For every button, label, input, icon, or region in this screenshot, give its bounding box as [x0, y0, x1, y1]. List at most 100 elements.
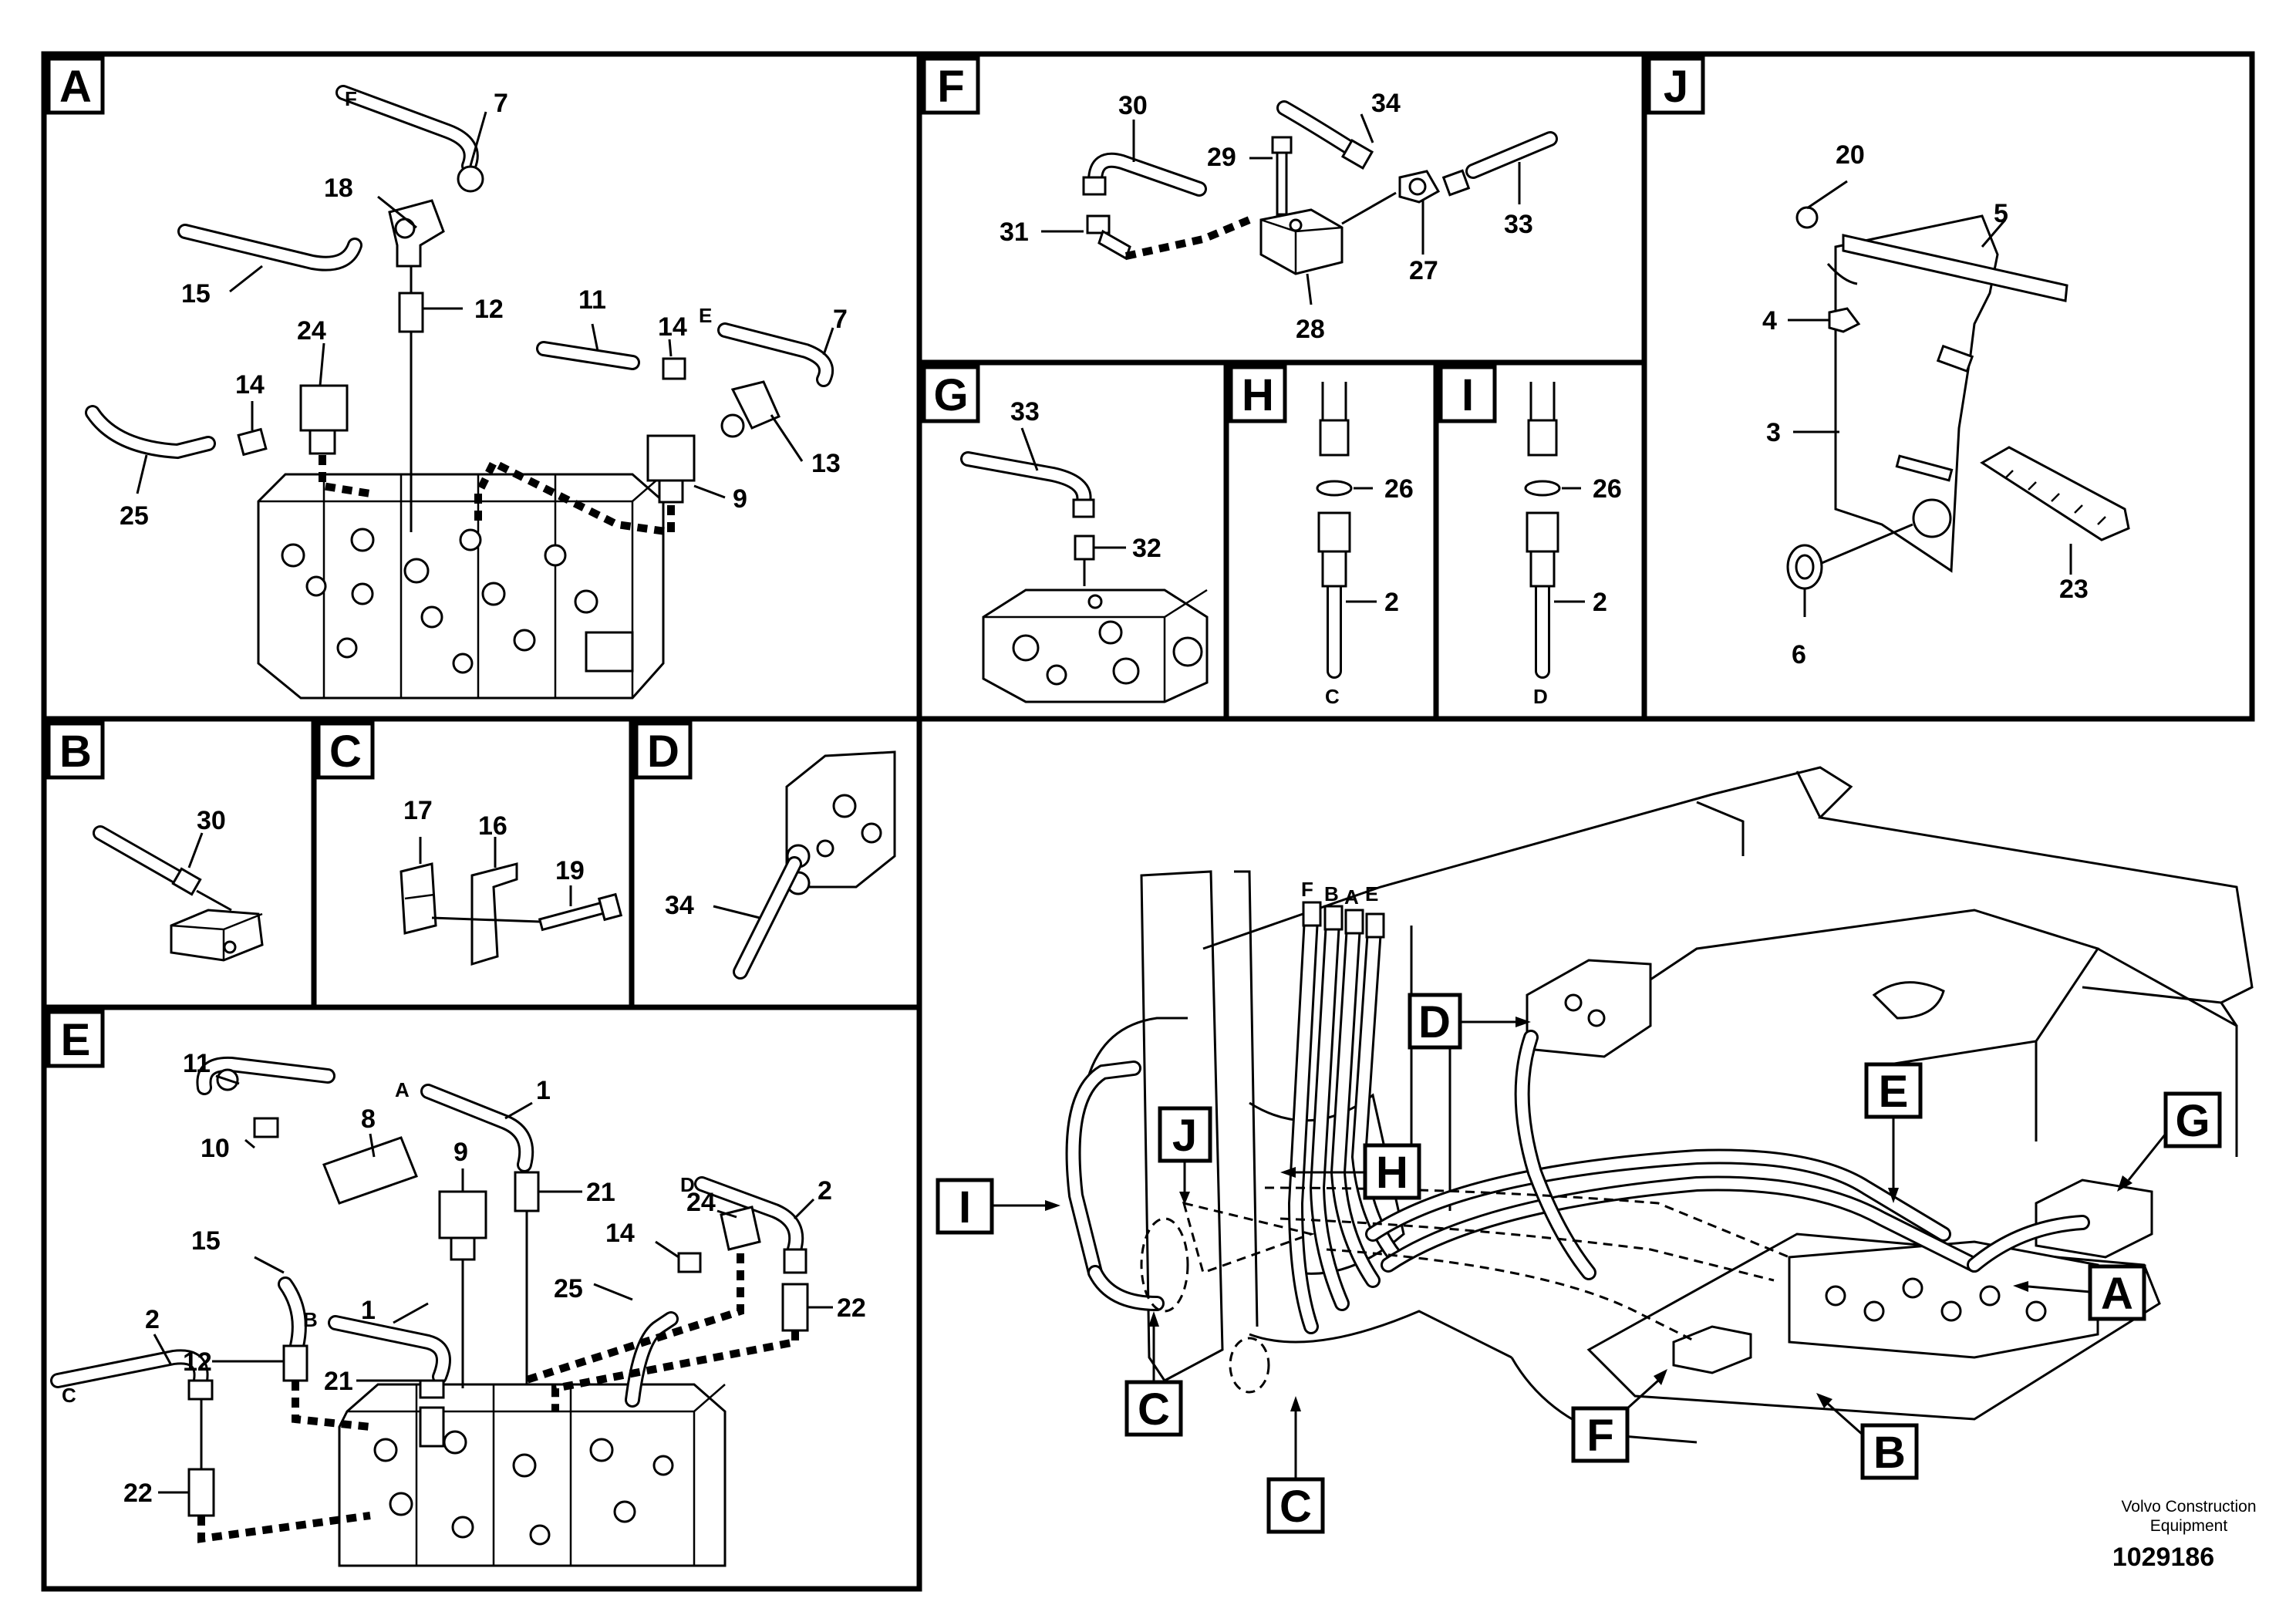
- fitting-14-e: [677, 1252, 702, 1273]
- callout-30-b: 30: [197, 806, 226, 835]
- frame-deck: [1557, 909, 2100, 1066]
- panel-c-label: C: [329, 727, 362, 777]
- callout-3: 3: [1766, 418, 1781, 447]
- overview-block-g: [2035, 1179, 2153, 1259]
- dash-31-to-block: [1124, 216, 1251, 260]
- callout-12: 12: [474, 295, 504, 324]
- boom-arm: [1140, 870, 1224, 1382]
- tag-d: [1408, 993, 1462, 1050]
- panel-i-label: I: [1462, 370, 1474, 420]
- fitting-13: [730, 380, 781, 430]
- dash-9-to-valve: [474, 457, 675, 537]
- bundle-letter-e: E: [1365, 882, 1378, 905]
- hose-letter-c-e: C: [62, 1384, 76, 1407]
- hose-letter-a-e: A: [395, 1078, 410, 1101]
- callout-4: 4: [1762, 306, 1777, 336]
- panel-j-label: J: [1664, 62, 1688, 112]
- panel-h-tag: [1229, 365, 1287, 423]
- callout-15: 15: [181, 279, 211, 309]
- callout-26-i: 26: [1593, 474, 1622, 504]
- callout-17: 17: [403, 796, 433, 825]
- nut-h: [1317, 511, 1351, 553]
- adapter-12-e: [282, 1344, 308, 1382]
- tag-c-left: [1124, 1380, 1183, 1437]
- o-ring-26-i: [1524, 480, 1561, 497]
- tag-f-label: F: [1586, 1411, 1613, 1461]
- overview-valve: [1788, 1240, 2099, 1359]
- panel-j-tag: [1647, 56, 1705, 115]
- bolt-29-shank: [1276, 151, 1288, 216]
- callout-9-e: 9: [453, 1138, 468, 1167]
- callout-27: 27: [1409, 256, 1438, 285]
- panel-a: F E 7 18 15 12 11 14 7 24 14 13 9 25: [85, 85, 848, 700]
- panel-i-frame: [1433, 359, 1647, 722]
- callout-9: 9: [733, 484, 747, 514]
- dash-22l-to-valve: [197, 1512, 371, 1543]
- tag-a-label: A: [2101, 1269, 2133, 1319]
- bundle-letter-f: F: [1301, 878, 1313, 901]
- callout-1-top: 1: [536, 1076, 551, 1105]
- callout-7-top: 7: [494, 89, 508, 118]
- hose-letter-e: E: [699, 304, 712, 327]
- callout-32: 32: [1132, 534, 1161, 563]
- callout-7-right: 7: [833, 305, 848, 334]
- callout-10: 10: [201, 1134, 230, 1163]
- tag-h-label: H: [1376, 1148, 1408, 1198]
- dashed-cover-j: [1182, 1201, 1316, 1274]
- callout-33-f: 33: [1504, 210, 1533, 239]
- panel-corner-tags: A F J G H I B C D E: [46, 56, 1705, 1068]
- panel-f: 30 34 29 31 27 33 28: [1000, 89, 1558, 344]
- tag-d-label: D: [1418, 997, 1451, 1047]
- cover-3: [1834, 214, 1999, 573]
- panel-h-label: H: [1242, 370, 1274, 420]
- callout-19: 19: [555, 856, 585, 885]
- panel-a-tag: [46, 56, 105, 115]
- tag-c-left-label: C: [1138, 1384, 1170, 1435]
- callout-21-bottom: 21: [324, 1367, 353, 1396]
- screw-20: [1795, 206, 1819, 229]
- block-9-e: [438, 1190, 487, 1239]
- adapter-i: [1527, 419, 1558, 457]
- machine-overview: F B A E: [1065, 766, 2254, 1444]
- callout-26-h: 26: [1384, 474, 1414, 504]
- hose-letter-f: F: [345, 87, 357, 110]
- hose-letter-d-e: D: [680, 1173, 695, 1196]
- fitting-14-left: [237, 427, 268, 457]
- footer: Volvo Construction Equipment 1029186: [2112, 1498, 2257, 1572]
- tag-f: [1571, 1406, 1630, 1463]
- panel-e-label: E: [61, 1015, 91, 1065]
- overview-block-f: [1672, 1325, 1752, 1374]
- dashed-route-1: [1264, 1186, 1790, 1259]
- nut-i: [1526, 511, 1559, 553]
- callout-11-e: 11: [183, 1049, 211, 1078]
- panel-frames: [41, 51, 2255, 1592]
- fitting-14-right: [662, 357, 686, 380]
- maker-line-2: Equipment: [2150, 1517, 2228, 1535]
- valve-plate: [585, 631, 634, 673]
- panel-e: A D B C 11 1 8 9 2 10 21 24 15 14 22 2 1…: [50, 1049, 866, 1567]
- callout-25-e: 25: [554, 1274, 583, 1303]
- callout-34-f: 34: [1371, 89, 1401, 118]
- overview-tags: D J H I E G A C C F: [936, 993, 2222, 1534]
- bolt-19: [538, 899, 612, 932]
- callout-18: 18: [324, 174, 353, 203]
- callout-1-mid: 1: [361, 1296, 376, 1325]
- control-valve-a: [257, 473, 665, 700]
- panel-i: 26 2 D: [1524, 382, 1622, 708]
- panel-i-tag: [1438, 365, 1497, 423]
- callout-33-g: 33: [1010, 397, 1040, 427]
- callout-8: 8: [361, 1104, 376, 1134]
- panel-c: 17 16 19: [400, 796, 623, 966]
- elbow-31: [1082, 176, 1107, 196]
- tag-j-label: J: [1172, 1111, 1197, 1161]
- tag-i-label: I: [959, 1182, 971, 1233]
- panel-d-label: D: [647, 727, 679, 777]
- callout-2-i: 2: [1593, 588, 1607, 617]
- panel-g-label: G: [933, 370, 968, 420]
- callout-2-h: 2: [1384, 588, 1399, 617]
- clamp-16: [470, 862, 518, 966]
- dash-24-to-valve: [523, 1253, 744, 1384]
- adapter-h: [1319, 419, 1350, 457]
- adapter-22-right: [781, 1283, 809, 1332]
